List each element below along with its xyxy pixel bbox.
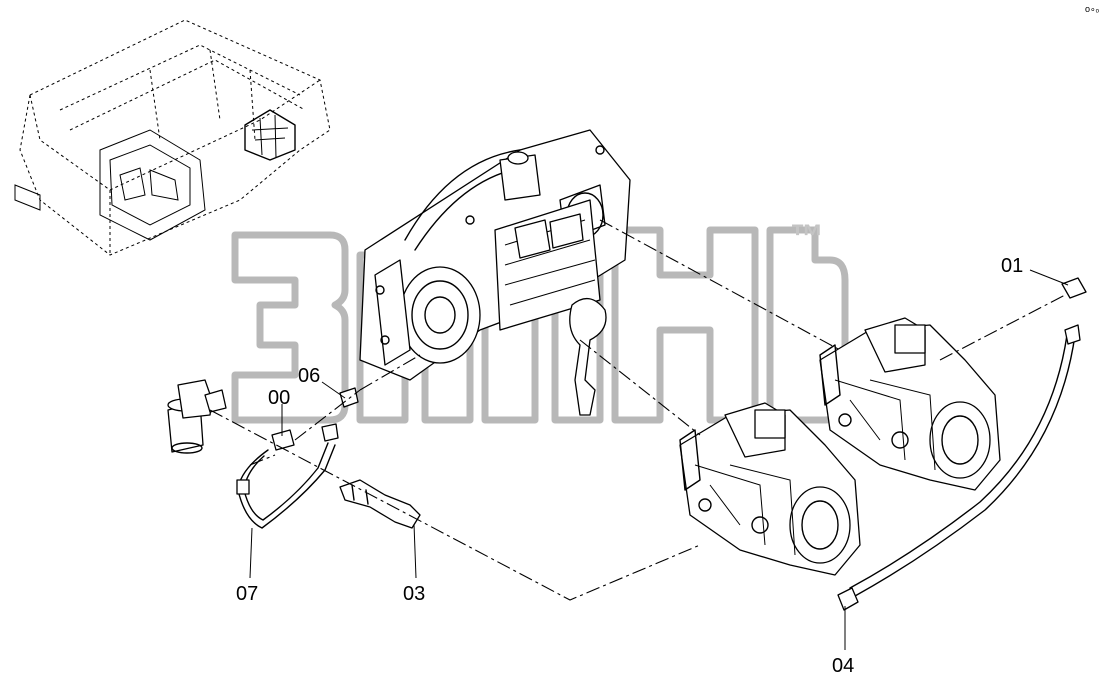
svg-text:o∘ₒ: o∘ₒ (1085, 4, 1100, 14)
machine-overview-illustration: o∘ₒ (14, 4, 1100, 256)
hydraulic-pump-right (819, 317, 1001, 491)
hose-04 (837, 324, 1081, 611)
callout-06: 06 (298, 365, 320, 387)
callout-03: 03 (403, 583, 425, 605)
hose-07 (236, 442, 336, 529)
hose-03 (339, 479, 421, 529)
trademark-symbol: ™ (790, 218, 824, 256)
hydraulic-pump-left (679, 402, 861, 576)
callout-04: 04 (832, 655, 854, 677)
fitting-01 (1061, 277, 1087, 299)
callout-01: 01 (1001, 255, 1023, 277)
filter-assembly (167, 379, 227, 454)
callout-07: 07 (236, 583, 258, 605)
callout-labels: 01 06 00 07 03 04 (236, 255, 1023, 677)
leader-lines (249, 269, 1069, 650)
installation-lines (209, 219, 1066, 601)
fitting-00 (271, 423, 339, 451)
callout-00: 00 (268, 387, 290, 409)
pump-housing-assembly (359, 129, 631, 416)
